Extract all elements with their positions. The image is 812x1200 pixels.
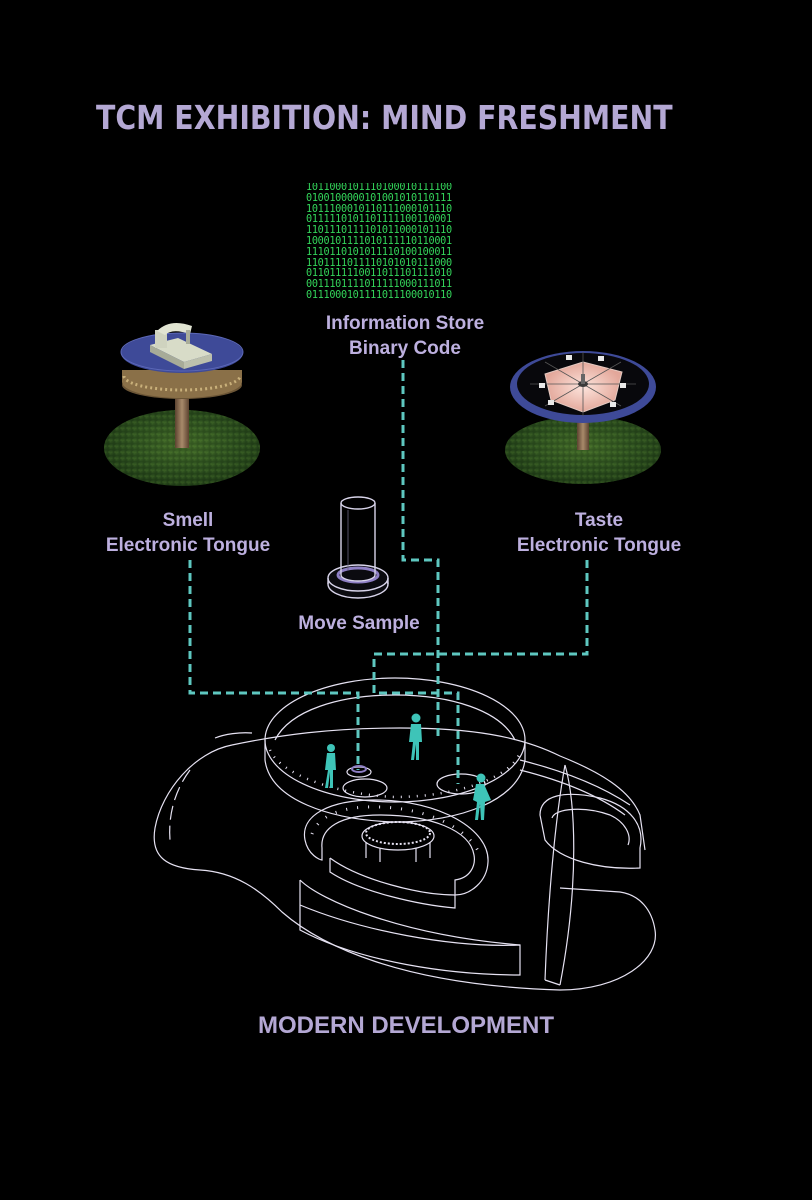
move-sample-cylinder (328, 497, 388, 598)
label-smell: Smell Electronic Tongue (90, 508, 286, 558)
taste-platform-illustration (505, 351, 661, 484)
info-line2: Binary Code (280, 336, 530, 361)
label-move-sample: Move Sample (270, 611, 448, 636)
building-line-drawing (154, 678, 655, 990)
connector-taste (374, 560, 587, 784)
taste-line1: Taste (500, 508, 698, 533)
label-taste: Taste Electronic Tongue (500, 508, 698, 558)
info-line1: Information Store (280, 311, 530, 336)
label-information-store: Information Store Binary Code (280, 311, 530, 361)
move-line1: Move Sample (270, 611, 448, 636)
taste-line2: Electronic Tongue (500, 533, 698, 558)
connector-lines (190, 360, 587, 784)
connector-information-store (403, 360, 438, 740)
smell-line2: Electronic Tongue (90, 533, 286, 558)
smell-line1: Smell (90, 508, 286, 533)
smell-platform-illustration (104, 323, 260, 486)
modern-development-label: MODERN DEVELOPMENT (0, 1012, 812, 1040)
